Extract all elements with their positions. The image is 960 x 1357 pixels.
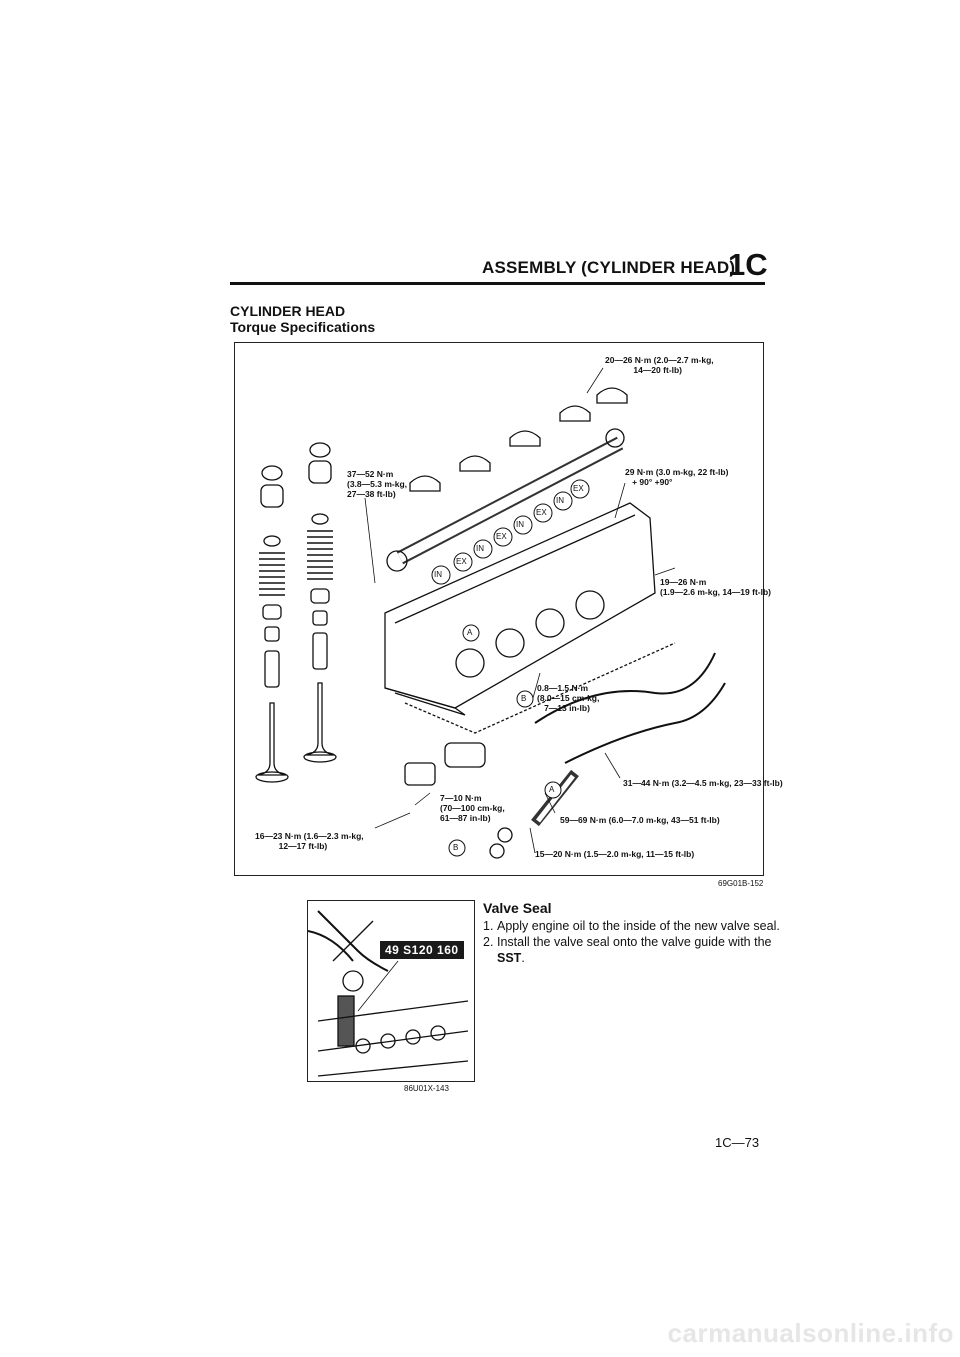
marker-b-lower: B [453, 843, 459, 852]
torque-label-glow-plug: 15—20 N·m (1.5—2.0 m-kg, 11—15 ft-lb) [535, 849, 695, 859]
valve-seal-step-1: 1.Apply engine oil to the inside of the … [483, 918, 780, 934]
callout-in-3: IN [516, 520, 524, 529]
torque-label-sprocket-plate: 37—52 N·m (3.8—5.3 m-kg, 27—38 ft-lb) [347, 469, 407, 499]
hammer-sst-illustration [308, 910, 469, 1077]
header-divider [230, 282, 765, 285]
callout-ex-4: EX [573, 484, 584, 493]
step-1-text: Apply engine oil to the inside of the ne… [497, 919, 780, 933]
valve-seal-step-2: 2.Install the valve seal onto the valve … [483, 934, 771, 966]
marker-a-upper: A [467, 628, 473, 637]
torque-label-sensor: 0.8—1.5 N·m (8.0—15 cm-kg, 7—13 in-lb) [537, 683, 600, 713]
step-2-sst: SST [497, 951, 522, 965]
torque-label-bearing-cap: 20—26 N·m (2.0—2.7 m-kg, 14—20 ft-lb) [605, 355, 714, 375]
page-header-title: ASSEMBLY (CYLINDER HEAD) [482, 258, 736, 277]
step-2-number: 2. [483, 935, 494, 949]
sst-number-tag: 49 S120 160 [380, 941, 464, 959]
cylinder-head-illustration [255, 367, 726, 859]
section-title: CYLINDER HEAD [230, 303, 346, 319]
cylinder-head-exploded-diagram: IN EX IN EX IN EX IN EX A B A B 20—26 N·… [234, 342, 783, 876]
callout-ex-3: EX [536, 508, 547, 517]
callout-ex-2: EX [496, 532, 507, 541]
step-1-number: 1. [483, 919, 494, 933]
callout-in-2: IN [476, 544, 484, 553]
torque-label-nozzle-nut: 31—44 N·m (3.2—4.5 m-kg, 23—33 ft-lb) [623, 778, 783, 788]
step-2-text: Install the valve seal onto the valve gu… [497, 935, 772, 949]
callout-in-4: IN [556, 496, 564, 505]
torque-label-water-outlet: 7—10 N·m (70—100 cm-kg, 61—87 in-lb) [440, 793, 505, 823]
torque-label-injector: 59—69 N·m (6.0—7.0 m-kg, 43—51 ft-lb) [560, 815, 720, 825]
section-subtitle: Torque Specifications [230, 319, 376, 335]
callout-ex-1: EX [456, 557, 467, 566]
valve-seal-heading: Valve Seal [483, 900, 552, 916]
page-number: 1C—73 [715, 1135, 760, 1150]
marker-b-upper: B [521, 694, 527, 703]
callout-in-1: IN [434, 570, 442, 579]
torque-label-housing: 16—23 N·m (1.6—2.3 m-kg, 12—17 ft-lb) [255, 831, 364, 851]
torque-label-bracket: 19—26 N·m (1.9—2.6 m-kg, 14—19 ft-lb) [660, 577, 772, 597]
section-code: 1C [728, 247, 768, 282]
torque-label-head-bolt: 29 N·m (3.0 m-kg, 22 ft-lb) + 90° +90° [625, 467, 729, 487]
watermark-text: carmanualsonline.info [667, 1318, 954, 1348]
step-2-end: . [521, 951, 525, 965]
diagram-ref-code: 69G01B-152 [718, 879, 764, 888]
valve-seal-install-illustration: 49 S120 160 [307, 900, 475, 1082]
marker-a-lower: A [549, 785, 555, 794]
photo-ref-code: 86U01X-143 [404, 1084, 449, 1093]
